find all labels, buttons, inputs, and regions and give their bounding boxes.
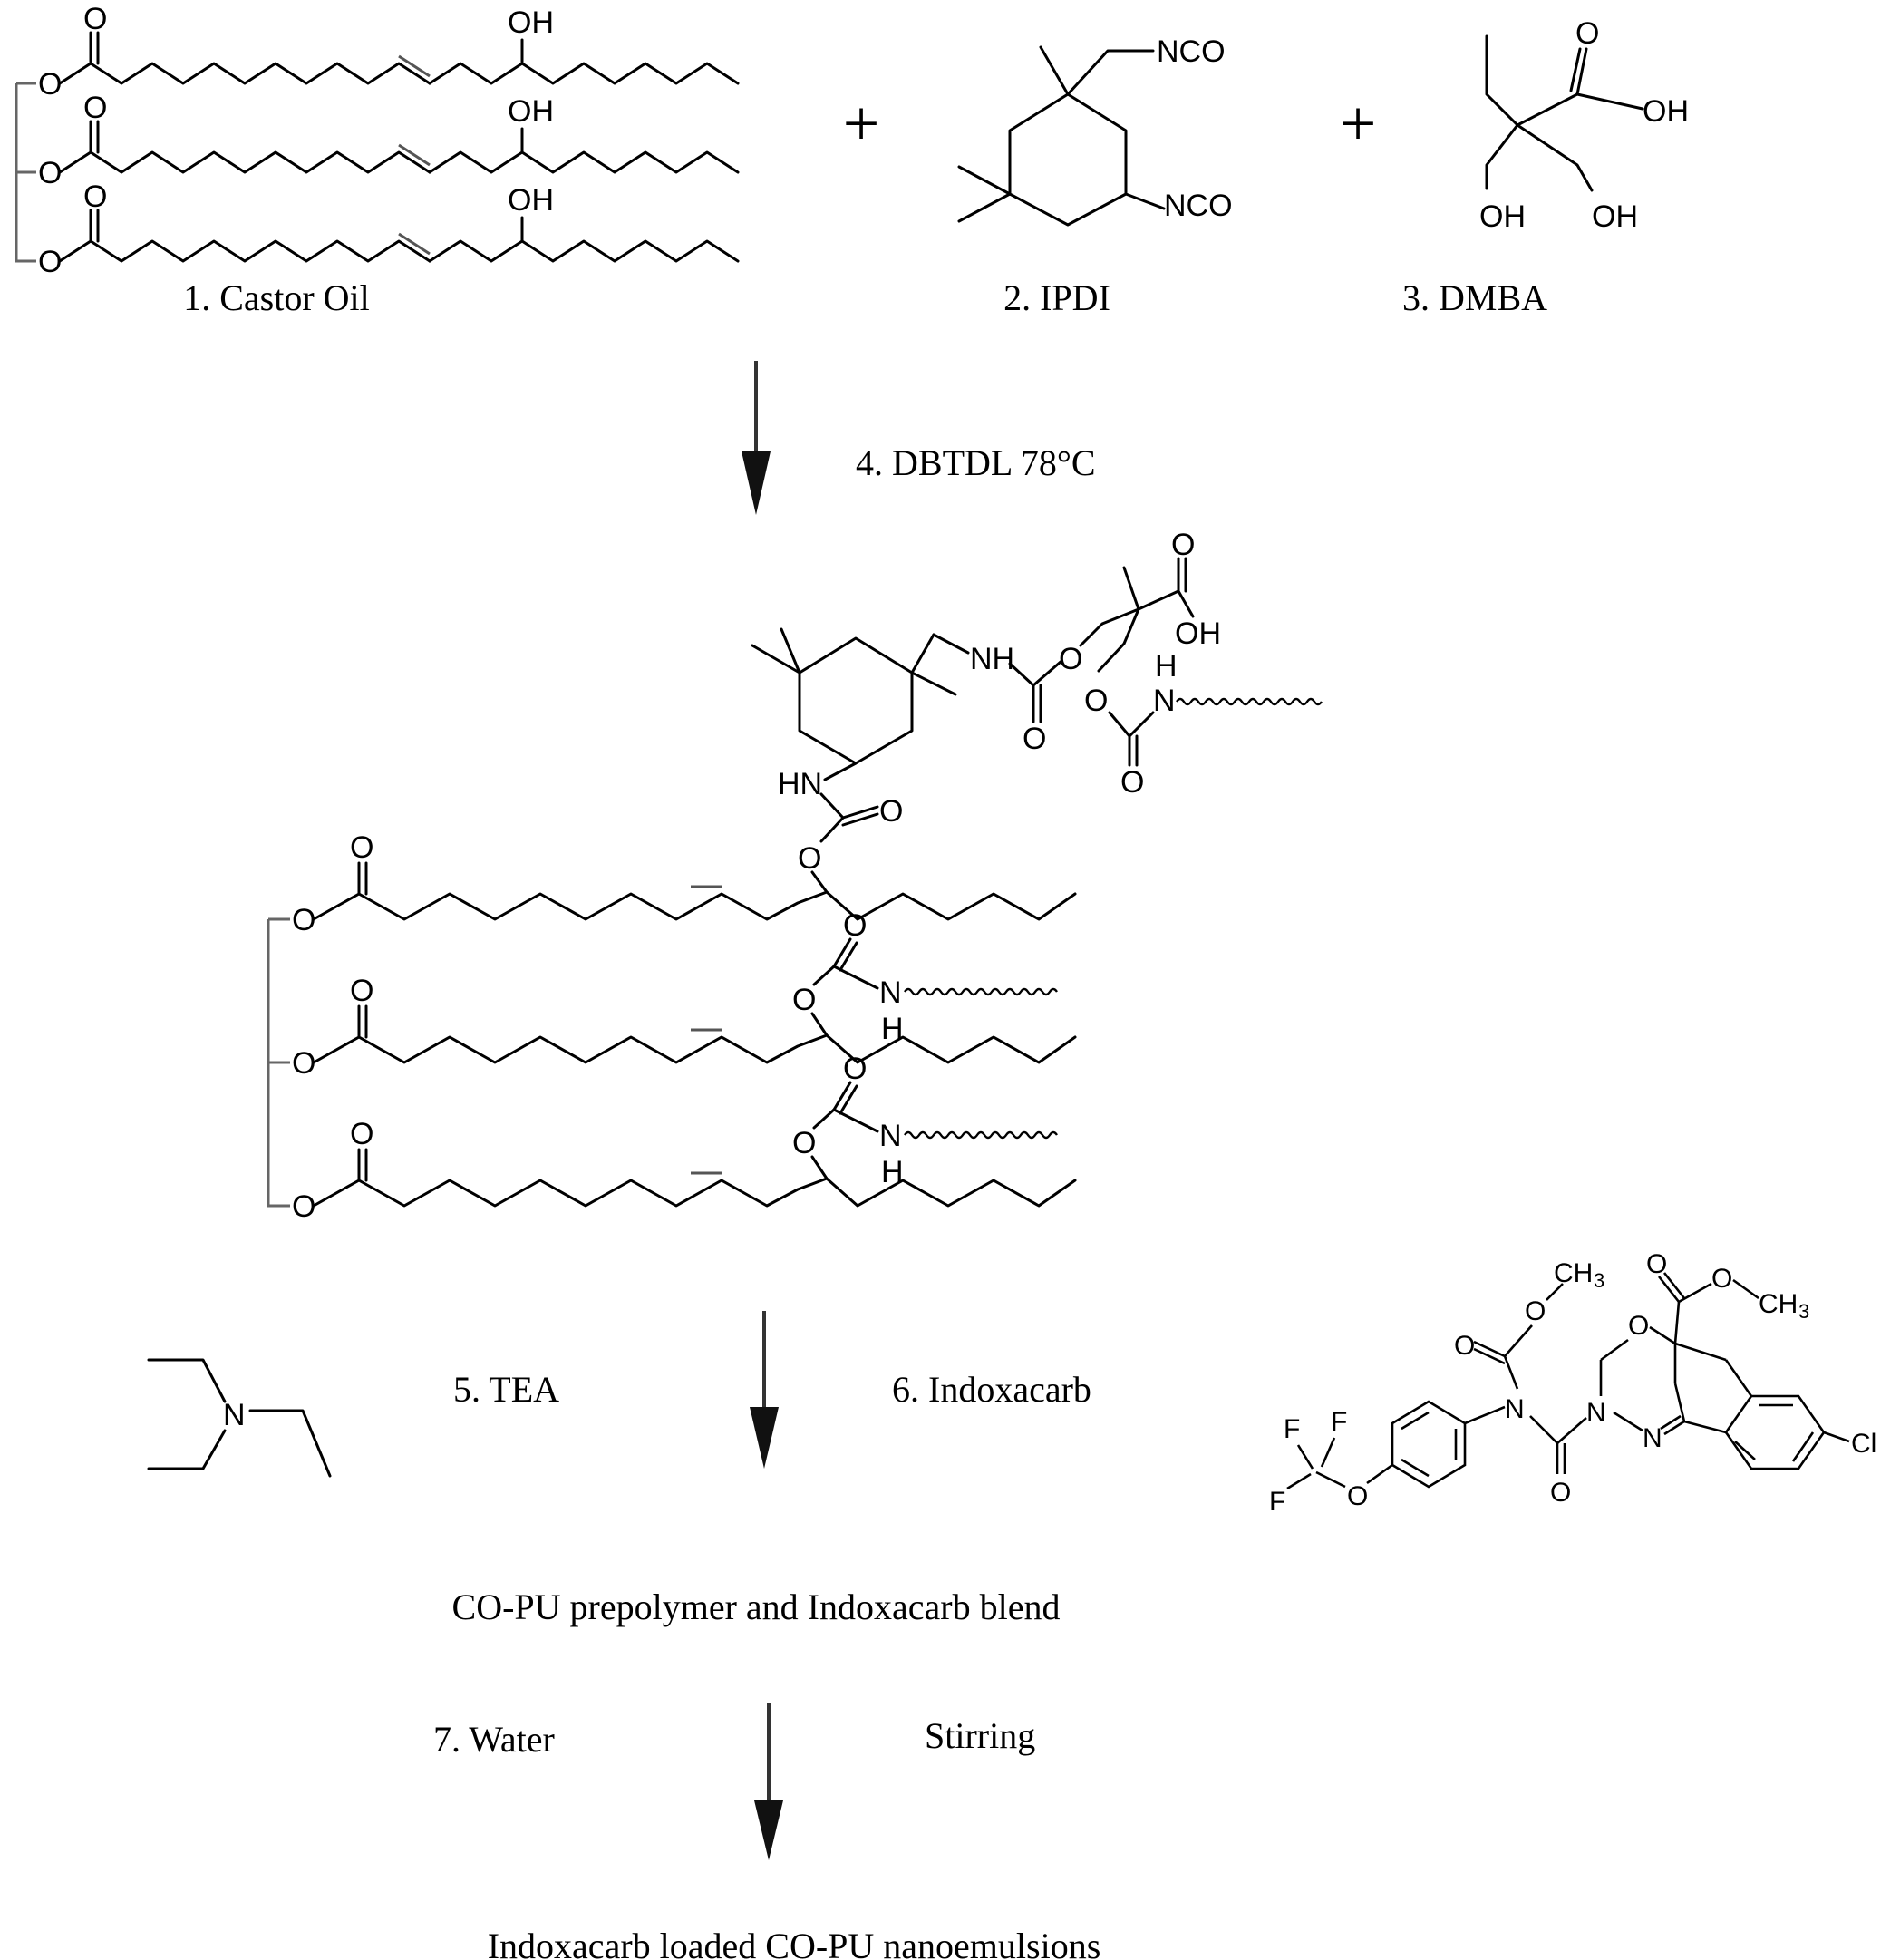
svg-text:O: O: [83, 91, 107, 125]
svg-text:H: H: [1155, 649, 1178, 684]
svg-text:O: O: [350, 1117, 373, 1151]
svg-text:H: H: [881, 1012, 904, 1046]
svg-text:O: O: [83, 180, 107, 214]
step-7-condition-stirring: Stirring: [925, 1715, 1035, 1756]
svg-text:O: O: [1059, 642, 1082, 676]
svg-text:H: H: [881, 1155, 904, 1189]
svg-text:O: O: [879, 794, 903, 829]
svg-text:O: O: [292, 903, 315, 937]
final-product: Indoxacarb loaded CO-PU nanoemulsions: [488, 1926, 1101, 1960]
svg-text:O: O: [798, 841, 821, 876]
svg-text:3: 3: [1594, 1269, 1604, 1292]
svg-text:NCO: NCO: [1157, 34, 1226, 69]
svg-text:O: O: [38, 156, 62, 190]
polymer-chain-wave-2: [904, 987, 1058, 996]
step-5-reagent-tea: 5. TEA: [453, 1369, 559, 1410]
tea-structure: N: [147, 1358, 332, 1478]
svg-text:O: O: [792, 1126, 816, 1160]
svg-text:O: O: [1575, 16, 1599, 51]
svg-text:O: O: [38, 67, 62, 102]
ipdi-label: 2. IPDI: [1003, 277, 1110, 318]
step-4-condition: 4. DBTDL 78°C: [856, 442, 1096, 483]
indoxacarb-structure: F F F O N O O CH 3 O N O: [1269, 1249, 1876, 1517]
plus-sign-1: +: [843, 87, 880, 160]
svg-text:O: O: [350, 974, 373, 1008]
svg-text:O: O: [38, 245, 62, 279]
polymer-chain-wave-3: [904, 1130, 1058, 1140]
dmba-structure: O OH OH OH: [1479, 16, 1689, 234]
svg-text:O: O: [350, 830, 373, 865]
svg-text:OH: OH: [1175, 616, 1221, 651]
svg-text:O: O: [1646, 1249, 1667, 1279]
svg-text:O: O: [843, 1052, 867, 1086]
svg-text:Cl: Cl: [1851, 1429, 1876, 1459]
svg-text:N: N: [879, 975, 902, 1010]
svg-text:F: F: [1284, 1414, 1300, 1444]
polymer-chain-wave-1: [1176, 697, 1323, 706]
svg-text:3: 3: [1798, 1300, 1809, 1323]
arrow-head-3: [754, 1800, 783, 1860]
svg-text:O: O: [1120, 765, 1144, 800]
svg-text:O: O: [1454, 1331, 1475, 1361]
svg-text:O: O: [1084, 684, 1108, 718]
svg-text:OH: OH: [1479, 199, 1526, 234]
castor-oil-structure: O O OH O O OH O O OH: [15, 2, 740, 279]
svg-text:OH: OH: [508, 94, 554, 129]
svg-text:F: F: [1331, 1407, 1347, 1437]
svg-text:O: O: [1525, 1296, 1546, 1326]
arrow-head-1: [742, 451, 771, 515]
svg-text:NH: NH: [970, 642, 1014, 676]
step-6-reagent-indoxacarb: 6. Indoxacarb: [892, 1369, 1091, 1410]
svg-text:N: N: [223, 1398, 246, 1432]
svg-text:OH: OH: [508, 183, 554, 218]
arrow-head-2: [750, 1407, 779, 1469]
step-2-product: CO-PU prepolymer and Indoxacarb blend: [452, 1586, 1061, 1627]
svg-text:N: N: [1153, 684, 1176, 718]
castor-oil-label: 1. Castor Oil: [183, 277, 370, 318]
svg-text:O: O: [1171, 528, 1195, 562]
svg-text:F: F: [1269, 1487, 1285, 1517]
svg-text:OH: OH: [508, 5, 554, 40]
svg-text:N: N: [1643, 1423, 1662, 1453]
prepolymer-structure: NH O O O OH O O N H HN O O: [267, 528, 1323, 1224]
svg-text:HN: HN: [778, 767, 822, 801]
svg-text:OH: OH: [1592, 199, 1638, 234]
svg-text:N: N: [1586, 1398, 1606, 1428]
svg-text:NCO: NCO: [1164, 189, 1233, 223]
svg-text:N: N: [1505, 1394, 1525, 1424]
dmba-label: 3. DMBA: [1402, 277, 1547, 318]
svg-text:OH: OH: [1643, 94, 1689, 129]
step-7-reagent-water: 7. Water: [433, 1719, 555, 1760]
svg-text:O: O: [1550, 1478, 1571, 1508]
svg-text:O: O: [292, 1046, 315, 1081]
svg-text:O: O: [1628, 1311, 1649, 1341]
svg-text:O: O: [1711, 1264, 1732, 1294]
ipdi-structure: NCO NCO: [957, 34, 1233, 227]
svg-text:CH: CH: [1759, 1289, 1798, 1319]
svg-text:O: O: [843, 908, 867, 943]
svg-text:O: O: [1023, 722, 1046, 756]
svg-text:CH: CH: [1554, 1258, 1593, 1288]
svg-text:O: O: [792, 983, 816, 1017]
svg-text:O: O: [1347, 1481, 1368, 1511]
svg-text:O: O: [83, 2, 107, 36]
plus-sign-2: +: [1340, 87, 1377, 160]
svg-text:N: N: [879, 1119, 902, 1153]
svg-text:O: O: [292, 1189, 315, 1224]
